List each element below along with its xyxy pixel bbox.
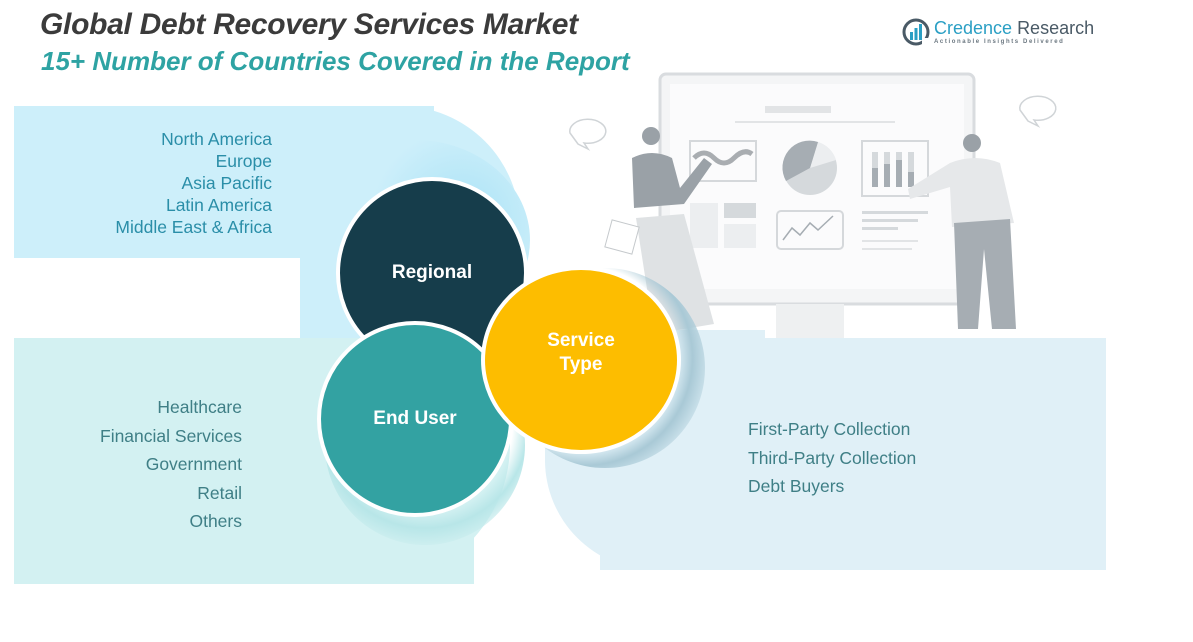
regional-list: North America Europe Asia Pacific Latin …: [60, 128, 272, 238]
list-item: North America: [161, 129, 272, 149]
end-user-circle: End User: [317, 321, 513, 517]
list-item: Healthcare: [157, 397, 242, 417]
regional-label: Regional: [391, 262, 473, 284]
service-type-list: First-Party Collection Third-Party Colle…: [748, 415, 916, 501]
list-item: Debt Buyers: [748, 476, 845, 497]
page-subtitle: 15+ Number of Countries Covered in the R…: [41, 46, 630, 76]
service-type-label-line1: Service: [547, 330, 615, 352]
list-item: Others: [189, 511, 242, 532]
list-item: Financial Services: [100, 425, 242, 446]
page-title: Global Debt Recovery Services Market: [40, 8, 578, 41]
service-type-label-line2: Type: [559, 354, 603, 375]
bar-chart-logo-icon: [902, 18, 930, 46]
credence-research-logo: Credence Research Actionable Insights De…: [902, 18, 1094, 46]
logo-name-part2: Research: [1017, 18, 1095, 38]
list-item: Europe: [215, 151, 272, 171]
list-item: First-Party Collection: [748, 419, 911, 439]
list-item: Latin America: [165, 195, 272, 215]
end-user-label: End User: [373, 408, 457, 430]
presentation-dashboard-illustration: [569, 72, 1057, 338]
logo-name: Credence Research: [934, 19, 1094, 37]
list-item: Government: [145, 454, 242, 475]
logo-tagline: Actionable Insights Delivered: [934, 39, 1065, 45]
logo-name-part1: Credence: [934, 18, 1013, 38]
end-user-list: Healthcare Financial Services Government…: [40, 393, 242, 536]
list-item: Retail: [197, 482, 242, 503]
list-item: Middle East & Africa: [115, 217, 272, 237]
service-type-circle: Service Type: [481, 266, 681, 454]
list-item: Third-Party Collection: [748, 447, 917, 468]
list-item: Asia Pacific: [181, 173, 272, 193]
